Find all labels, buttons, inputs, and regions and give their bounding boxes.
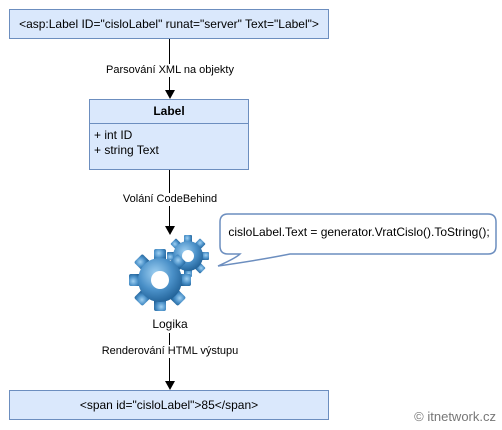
gears-icon (129, 235, 209, 311)
html-output-node: <span id="cisloLabel">85</span> (9, 390, 329, 420)
asp-label-text: <asp:Label ID="cisloLabel" runat="server… (19, 17, 319, 31)
callout-code: cisloLabel.Text = generator.VratCislo().… (228, 225, 490, 239)
edge-label-render: Renderování HTML výstupu (100, 345, 240, 358)
edge-label-parse: Parsování XML na objekty (105, 64, 235, 77)
logic-label: Logika (152, 317, 188, 331)
class-title: Label (90, 100, 248, 124)
edge-label-codebehind: Volání CodeBehind (121, 193, 219, 206)
callout-bubble (217, 213, 497, 267)
arrowhead-codebehind (165, 226, 175, 235)
arrowhead-parse (165, 90, 175, 99)
html-output-text: <span id="cisloLabel">85</span> (79, 398, 259, 412)
class-member-text: + string Text (94, 143, 159, 157)
arrowhead-render (165, 381, 175, 390)
class-members: + int ID + string Text (90, 124, 248, 162)
edge-line-render (169, 333, 170, 383)
asp-label-node: <asp:Label ID="cisloLabel" runat="server… (9, 9, 329, 39)
label-class-node: Label + int ID + string Text (89, 99, 249, 170)
class-member-id: + int ID (94, 128, 133, 142)
watermark: © itnetwork.cz (414, 409, 496, 424)
